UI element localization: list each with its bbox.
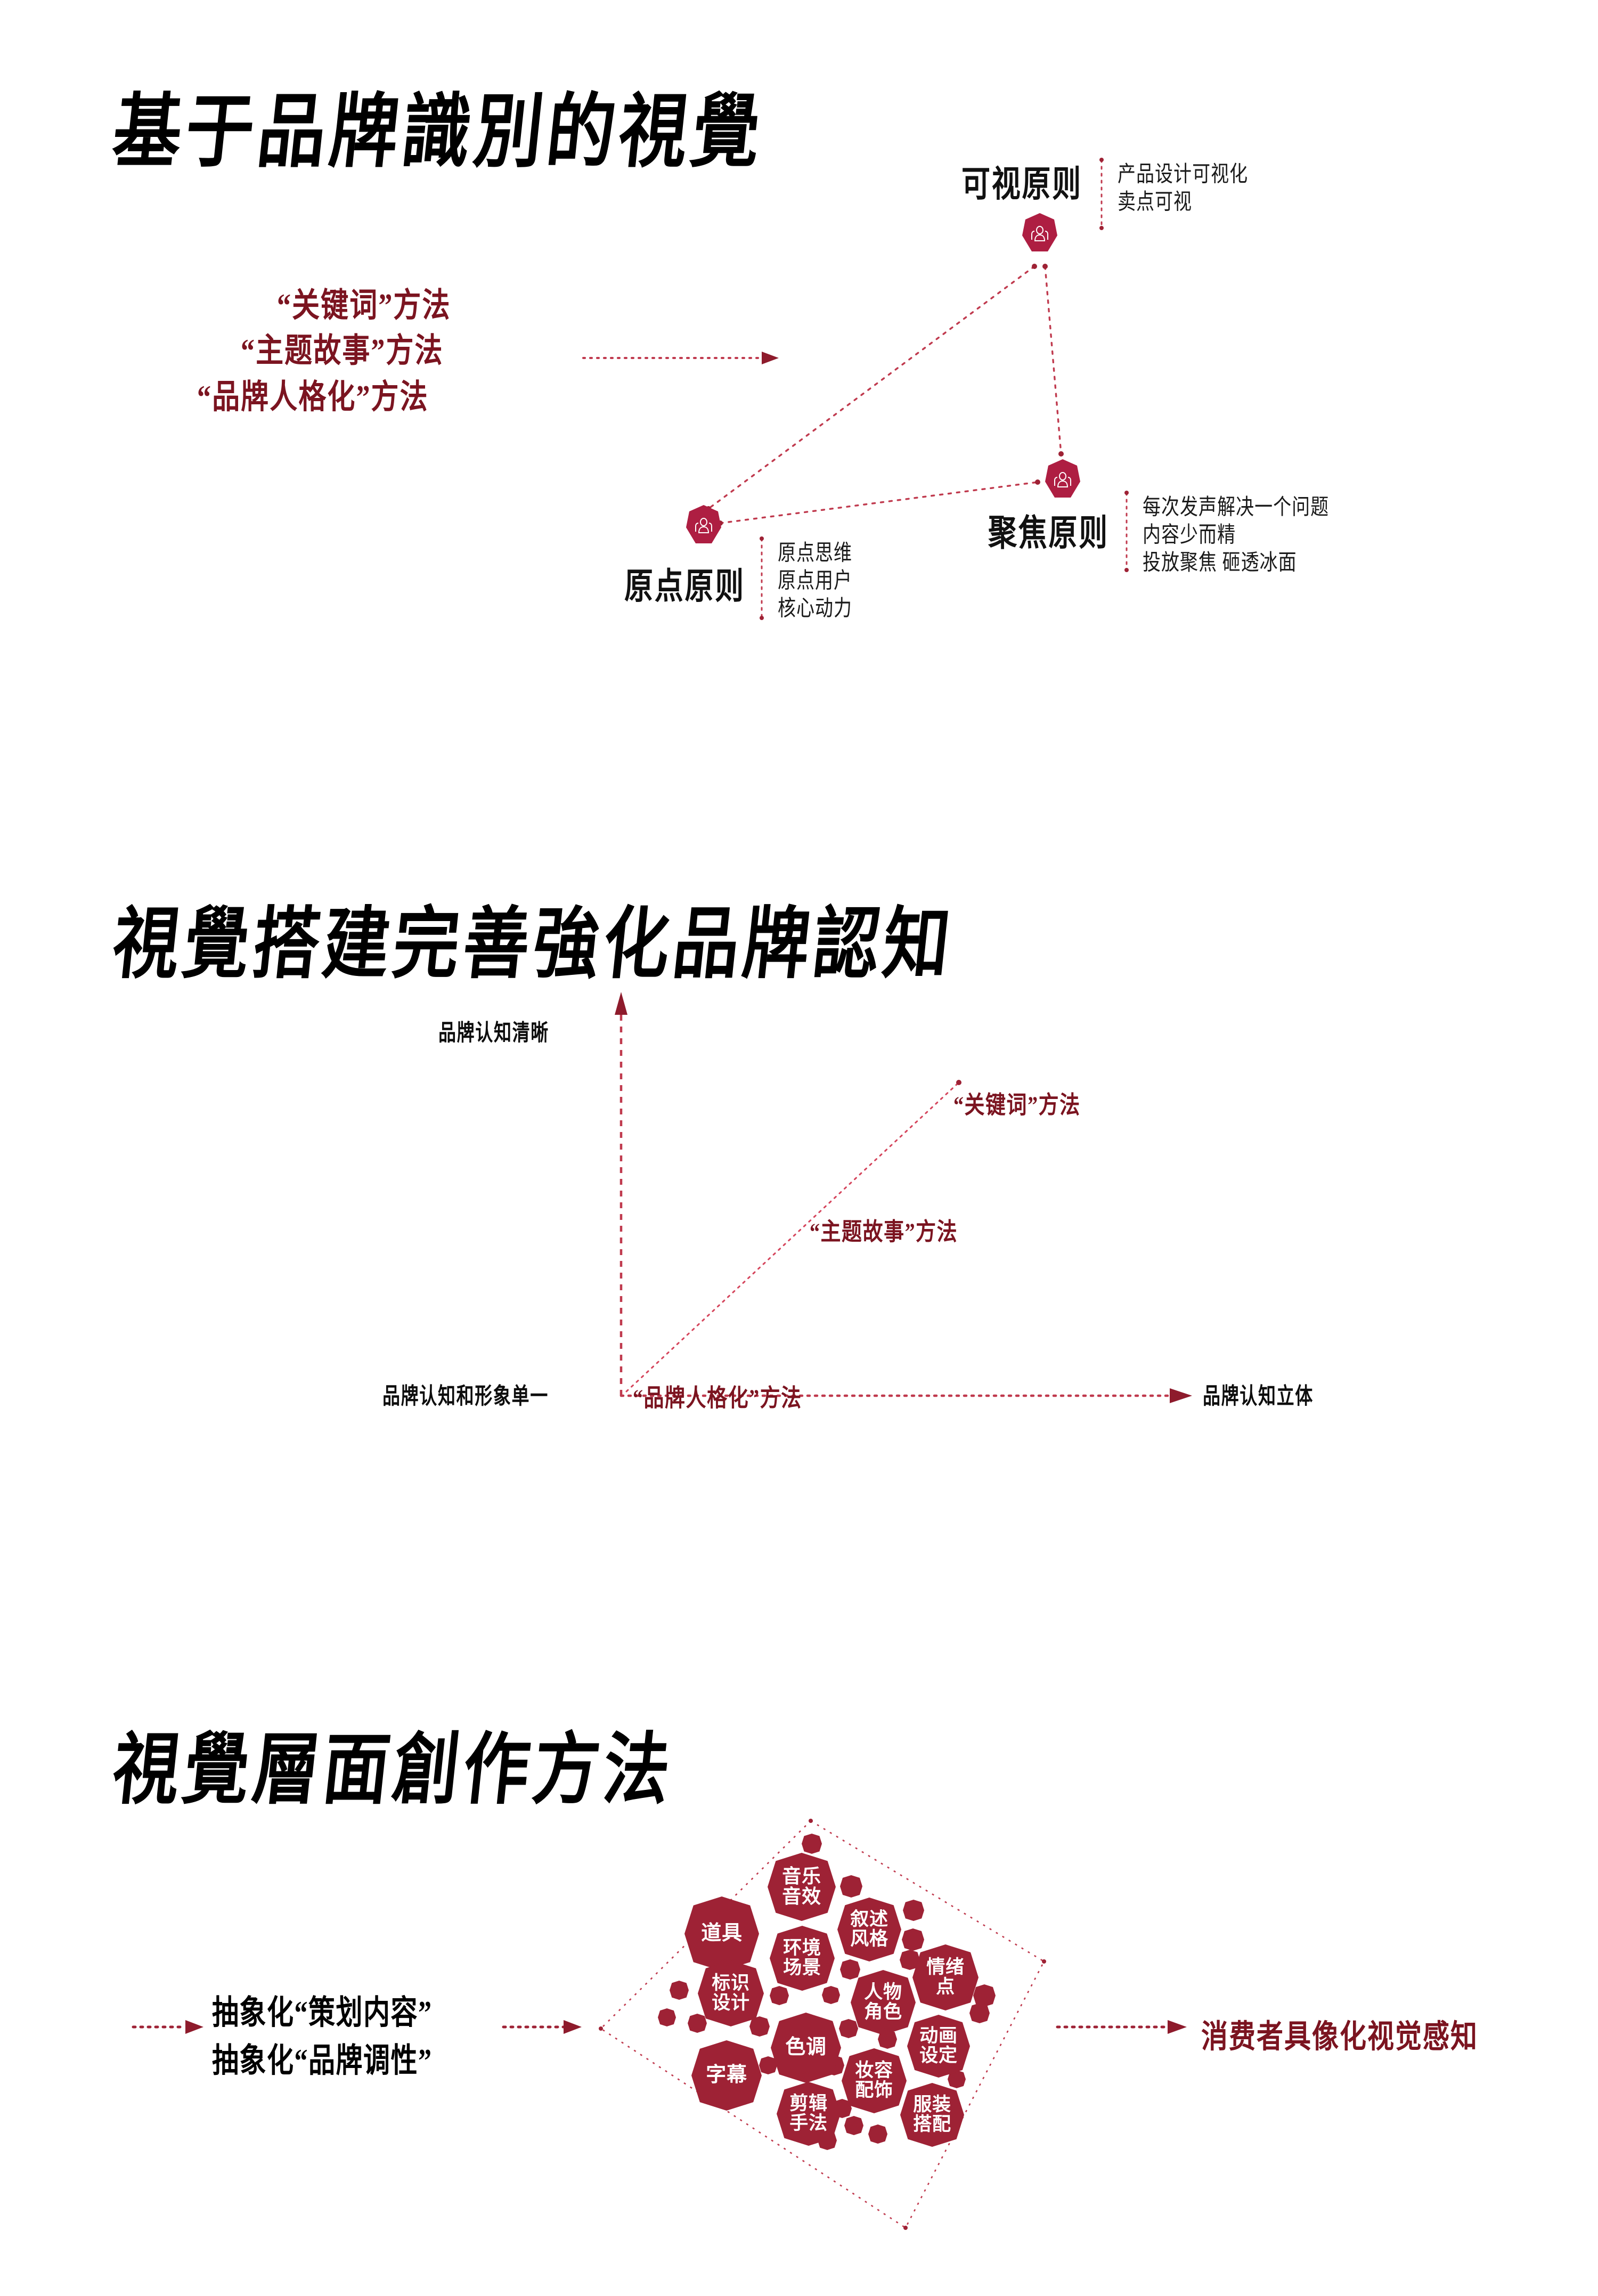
bubble-text: 色调 — [785, 2036, 827, 2059]
bubble-text: 标识 — [712, 1973, 750, 1994]
output-label-perception: 消费者具像化视觉感知 — [1201, 2018, 1478, 2055]
bubble-emotion-point[interactable]: 情绪点 — [912, 1944, 979, 2010]
node-detail-origin-1: 原点思维 — [778, 541, 853, 566]
bubble-text: 服装 — [913, 2094, 951, 2115]
bubble-text: 道具 — [701, 1922, 743, 1945]
bubble-text: 搭配 — [913, 2114, 951, 2135]
node-badge-origin[interactable] — [686, 505, 721, 547]
section-title-2: 視覺搭建完善強化品牌認知 — [109, 901, 958, 988]
node-detail-focus-3: 投放聚焦 砸透冰面 — [1143, 550, 1297, 575]
bubble-editing-technique[interactable]: 剪辑手法 — [777, 2082, 841, 2146]
bubble-text: 音效 — [782, 1886, 821, 1907]
filler-bubble — [759, 2056, 777, 2074]
bubble-text: 情绪 — [926, 1957, 965, 1978]
node-badge-visibility[interactable] — [1022, 213, 1057, 255]
filler-bubble — [822, 1986, 840, 2004]
filler-bubble — [969, 2003, 990, 2023]
filler-bubble — [973, 1984, 996, 2007]
bubble-logo-design[interactable]: 标识设计 — [698, 1960, 764, 2026]
people-group-icon — [1054, 472, 1071, 487]
bubble-text: 场景 — [783, 1957, 821, 1978]
bubble-text: 环境 — [783, 1937, 821, 1959]
method-line-keyword: “关键词”方法 — [277, 288, 451, 324]
bubble-text: 妆容 — [855, 2060, 893, 2081]
chart-y-axis-label: 品牌认知清晰 — [438, 1021, 549, 1046]
bubble-animation-setting[interactable]: 动画设定 — [907, 2015, 970, 2078]
bubble-text: 剪辑 — [789, 2093, 828, 2114]
input-line-content: 抽象化“策划内容” — [212, 1993, 433, 2031]
bubble-text: 字幕 — [706, 2064, 747, 2087]
filler-bubble — [840, 1959, 860, 1980]
bubble-subtitles[interactable]: 字幕 — [691, 2040, 762, 2111]
filler-bubble — [902, 1928, 924, 1951]
filler-bubble — [770, 1986, 789, 2005]
node-detail-origin-2: 原点用户 — [778, 568, 853, 593]
bubble-color-tone[interactable]: 色调 — [771, 2013, 841, 2083]
node-detail-focus-1: 每次发声解决一个问题 — [1143, 495, 1330, 520]
principle-triangle — [706, 264, 1064, 526]
people-group-icon — [695, 518, 712, 533]
bubble-environment-scene[interactable]: 环境场景 — [770, 1926, 835, 1991]
filler-bubble — [839, 2019, 858, 2038]
bubble-text: 音乐 — [782, 1866, 821, 1887]
bubble-text: 人物 — [864, 1982, 902, 2003]
node-detail-origin-3: 核心动力 — [778, 596, 853, 621]
bubble-text: 设定 — [919, 2045, 958, 2066]
filler-bubble — [670, 1981, 689, 2000]
filler-bubble — [903, 1900, 924, 1921]
bubble-props[interactable]: 道具 — [684, 1896, 759, 1971]
methods-arrow-1 — [582, 352, 779, 364]
node-detail-visibility-1: 产品设计可视化 — [1118, 162, 1249, 187]
method-line-personify: “品牌人格化”方法 — [197, 379, 429, 416]
chart-point-label-keyword: “关键词”方法 — [953, 1092, 1081, 1119]
filler-bubble — [749, 2016, 770, 2037]
filler-bubble — [658, 2008, 676, 2026]
bubble-text: 手法 — [789, 2113, 828, 2134]
chart-x-axis-label: 品牌认知立体 — [1203, 1384, 1314, 1410]
filler-bubble — [688, 2014, 707, 2033]
bubble-music-sfx[interactable]: 音乐音效 — [768, 1853, 836, 1921]
filler-bubble — [840, 1875, 862, 1898]
bubble-makeup-accessories[interactable]: 妆容配饰 — [842, 2048, 907, 2113]
node-badge-focus[interactable] — [1045, 459, 1080, 501]
input-line-tonality: 抽象化“品牌调性” — [212, 2041, 433, 2079]
node-detail-focus-2: 内容少而精 — [1143, 523, 1236, 548]
bubble-text: 点 — [936, 1976, 955, 1997]
section-title-1: 基于品牌識別的視覺 — [109, 87, 769, 177]
chart-point-label-personify: “品牌人格化”方法 — [633, 1385, 802, 1412]
node-detail-visibility-2: 卖点可视 — [1118, 190, 1193, 215]
node-label-origin: 原点原则 — [624, 566, 745, 607]
bubble-narrative-style[interactable]: 叙述风格 — [837, 1898, 901, 1961]
bubble-text: 设计 — [712, 1992, 750, 2013]
node-label-visibility: 可视原则 — [961, 164, 1082, 205]
bubble-text: 风格 — [850, 1928, 888, 1949]
bubble-outfit-styling[interactable]: 服装搭配 — [900, 2083, 964, 2147]
chart-x-origin-label: 品牌认知和形象单一 — [382, 1384, 549, 1410]
bubble-character-role[interactable]: 人物角色 — [851, 1970, 916, 2035]
bubble-text: 动画 — [919, 2025, 958, 2047]
bubble-text: 配饰 — [855, 2080, 893, 2100]
filler-bubble — [802, 1834, 822, 1854]
bubble-text: 角色 — [864, 2001, 902, 2022]
visual-elements-cluster: 音乐音效 道具 叙述风格 环境场景 情绪点 标识设计 人物角色 色调 动画设定 … — [578, 1774, 1057, 2264]
bubble-text: 叙述 — [850, 1909, 888, 1930]
filler-bubble — [844, 2116, 863, 2135]
method-line-story: “主题故事”方法 — [241, 333, 444, 370]
filler-bubble — [868, 2124, 887, 2144]
chart-axes — [615, 992, 1192, 1403]
node-label-focus: 聚焦原则 — [988, 513, 1109, 553]
chart-point-label-story: “主题故事”方法 — [810, 1218, 958, 1246]
people-group-icon — [1031, 226, 1048, 241]
